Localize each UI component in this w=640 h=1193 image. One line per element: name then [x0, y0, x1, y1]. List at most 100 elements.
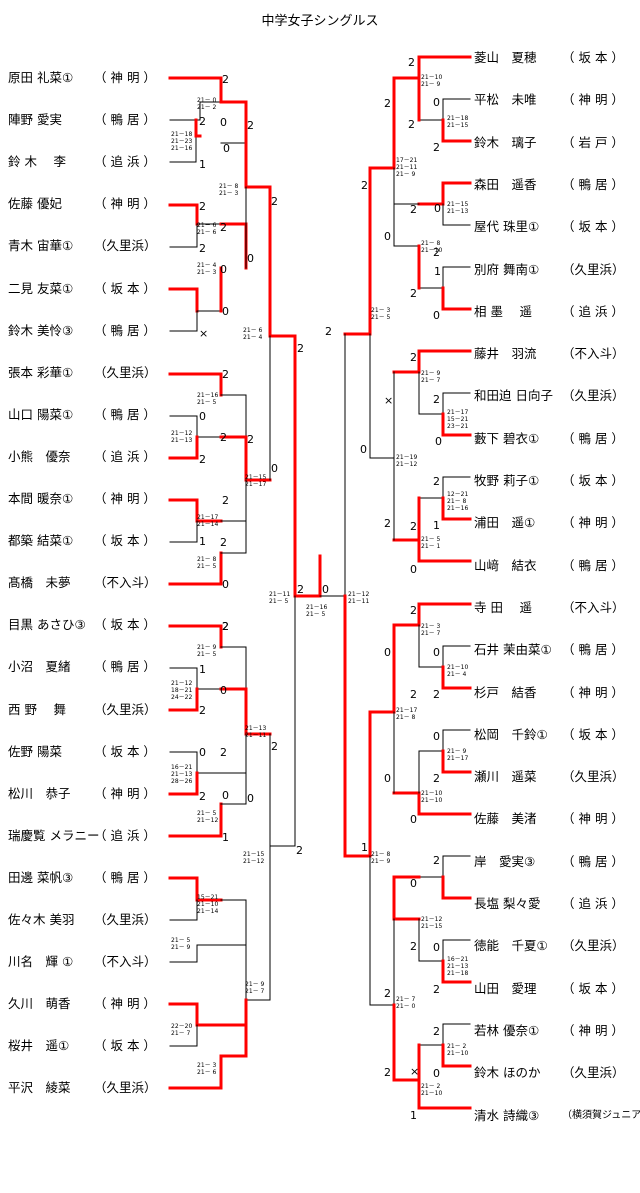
player-school: （ 鴨 居 ）: [562, 642, 624, 658]
match-score: 0: [220, 684, 227, 697]
player-school: （ 神 明 ）: [562, 684, 624, 700]
player-school: （ 鴨 居 ）: [94, 322, 156, 338]
bracket-line: [418, 98, 471, 121]
player-name: 佐野 陽菜: [8, 743, 62, 759]
winner-line: [441, 496, 472, 521]
winner-line: [392, 602, 472, 627]
game-score: 21－ 6 21－ 4: [243, 327, 263, 341]
match-score: 1: [199, 535, 206, 548]
match-score: 2: [220, 431, 227, 444]
game-score: 21－11 21－ 5: [269, 591, 291, 605]
match-score: 0: [271, 462, 278, 475]
player-name: 鈴木 ほのか: [474, 1065, 541, 1081]
player-school: （ 坂 本 ）: [562, 473, 624, 488]
match-score: 0: [410, 813, 417, 826]
player-name: 川名 輝 ①: [8, 954, 74, 970]
match-score: 0: [433, 96, 440, 109]
player-name: 青木 宙華①: [8, 238, 74, 254]
match-score: 0: [222, 789, 229, 802]
match-score: 2: [220, 221, 227, 234]
player-school: （ 追 浜 ）: [94, 827, 156, 843]
winner-line: [168, 551, 223, 586]
match-score: 1: [410, 1109, 417, 1122]
match-score: 2: [271, 740, 278, 753]
winner-line: [392, 1078, 472, 1110]
game-score: 21－ 7 21－ 0: [396, 996, 416, 1010]
player-name: 徳能 千夏①: [474, 938, 548, 954]
winner-line: [168, 687, 199, 712]
player-name: 藤井 羽流: [474, 346, 537, 362]
match-score: 0: [247, 252, 254, 265]
player-school: （ 坂 本 ）: [94, 617, 156, 633]
match-score: 2: [199, 704, 206, 717]
game-score: 21－16 21－ 5: [197, 392, 219, 406]
player-school: （ 坂 本 ）: [94, 533, 156, 549]
match-score: 0: [220, 116, 227, 129]
game-score: 21－19 21－12: [396, 454, 418, 468]
winner-line: [441, 749, 472, 774]
match-score: 2: [410, 203, 417, 216]
player-school: （ 坂 本 ）: [562, 50, 624, 65]
match-score: 0: [433, 646, 440, 659]
winner-line: [392, 875, 421, 921]
match-score: 1: [361, 841, 368, 854]
player-name: 平松 未唯: [474, 92, 537, 108]
player-school: （ 神 明 ）: [562, 515, 624, 531]
player-school: （ 鴨 居 ）: [94, 869, 156, 885]
player-school: （ 鴨 居 ）: [562, 430, 624, 446]
match-score: 2: [408, 118, 415, 131]
match-score: 2: [384, 97, 391, 110]
match-score: 2: [297, 342, 304, 355]
winner-line: [392, 791, 472, 816]
match-score: 2: [410, 520, 417, 533]
match-score: 1: [434, 265, 441, 278]
player-name: 山﨑 結衣: [474, 557, 537, 573]
player-name: 原田 礼菜①: [8, 70, 74, 85]
player-name: 松岡 千鈴①: [474, 726, 548, 742]
match-score: 0: [199, 410, 206, 423]
player-school: （ 鴨 居 ）: [94, 406, 156, 422]
player-school: （ 神 明 ）: [562, 92, 624, 108]
winner-line: [168, 876, 223, 902]
match-score: 2: [199, 200, 206, 213]
game-score: 12－21 21－ 8 21－16: [447, 491, 469, 512]
game-score: 21－15 21－13: [447, 201, 469, 215]
winner-line: [168, 76, 223, 104]
match-score: 0: [384, 772, 391, 785]
game-score: 21－ 4 21－ 3: [197, 262, 217, 276]
match-score: 2: [222, 620, 229, 633]
player-school: （ 追 浜 ）: [94, 154, 156, 170]
match-score: 0: [433, 309, 440, 322]
game-score: 17－21 21－11 21－ 9: [396, 157, 418, 178]
game-score: 21－12 18－21 24－22: [171, 680, 193, 701]
game-score: 21－13 21－11: [245, 725, 267, 739]
player-school: （不入斗）: [94, 954, 157, 970]
game-score: 21－10 21－10: [421, 790, 443, 804]
game-score: 21－ 8 21－ 9: [371, 851, 391, 865]
winner-line: [441, 1043, 472, 1068]
winner-line: [194, 118, 202, 138]
match-score: 2: [433, 983, 440, 996]
match-score: 0: [222, 578, 229, 591]
player-school: （ 神 明 ）: [562, 811, 624, 827]
bracket-line: [220, 899, 247, 946]
bracket-line: [169, 101, 222, 121]
player-name: 杉戸 結香: [474, 684, 537, 700]
player-name: 山口 陽菜①: [8, 406, 74, 422]
winner-line: [392, 538, 472, 563]
match-score: 2: [222, 73, 229, 86]
winner-line: [168, 435, 199, 460]
game-score: 21－ 9 21－ 5: [197, 644, 217, 658]
player-name: 小沼 夏緒: [8, 659, 71, 675]
player-name: 平沢 綾菜: [8, 1080, 71, 1096]
match-score: 2: [384, 517, 391, 530]
player-name: 髙橋 未夢: [8, 575, 71, 591]
match-score: 2: [247, 433, 254, 446]
player-school: （不入斗）: [94, 575, 157, 591]
player-name: 張本 彩華①: [8, 364, 74, 380]
bracket-line: [220, 646, 247, 690]
game-score: 21－ 3 21－ 5: [371, 307, 391, 321]
winner-line: [168, 372, 223, 397]
match-score: 1: [199, 663, 206, 676]
player-name: 桜井 遥①: [8, 1038, 70, 1054]
